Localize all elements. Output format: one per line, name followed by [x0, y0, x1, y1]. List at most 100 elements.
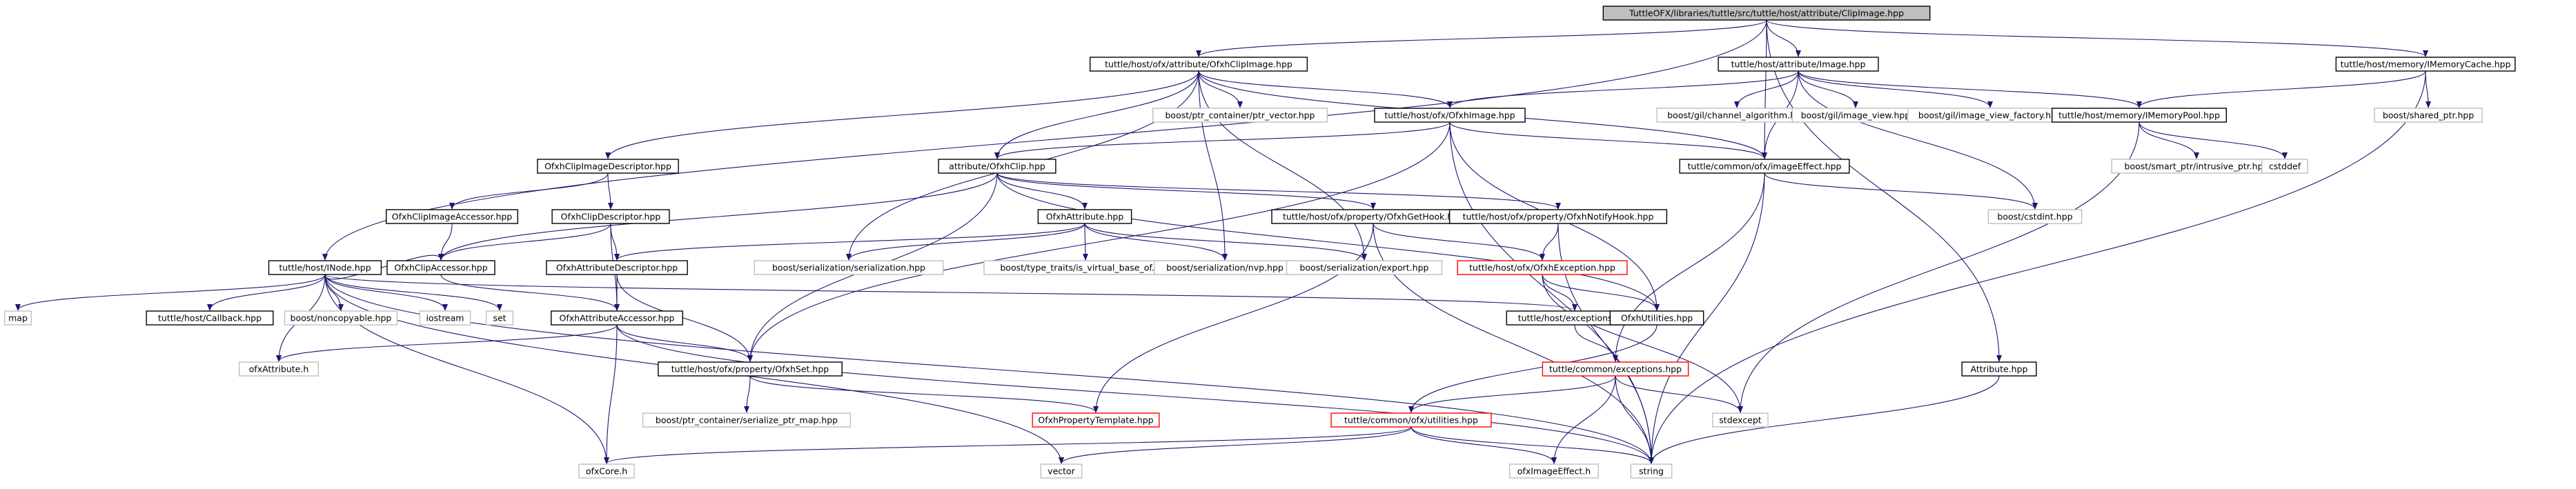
node-root[interactable]: TuttleOFX/libraries/tuttle/src/tuttle/ho… [1602, 6, 1931, 21]
node-label: attribute/OfxhClip.hpp [949, 161, 1045, 172]
node-ofxattribute-h: ofxAttribute.h [239, 361, 319, 377]
node-box [1037, 209, 1132, 224]
edge-attr_image_hpp-to-imemorypool [1798, 70, 2142, 108]
edge-line [1615, 375, 1654, 464]
node-clipimageaccessor[interactable]: OfxhClipImageAccessor.hpp [386, 209, 518, 224]
edge-notifyhook-to-string [1557, 223, 1654, 464]
node-label: tuttle/common/ofx/imageEffect.hpp [1688, 161, 1842, 172]
edge-root-to-imageeffect [1762, 19, 1768, 159]
edge-line [1373, 223, 1654, 464]
edge-ofxhutilities-to-utilities [1408, 324, 1658, 413]
node-box [1089, 57, 1308, 72]
edge-ofxclipimage_hpp-to-ofxhimage [1198, 70, 1453, 108]
node-clipaccessor[interactable]: OfxhClipAccessor.hpp [386, 260, 495, 275]
edge-line [324, 274, 502, 311]
edge-line [438, 172, 998, 261]
edge-line [604, 426, 1412, 464]
edge-inode-to-set [324, 274, 502, 311]
edge-line [1449, 121, 1767, 159]
node-label: boost/gil/image_view.hpp [1801, 110, 1911, 121]
node-image-view: boost/gil/image_view.hpp [1791, 108, 1920, 123]
node-ofxhexception[interactable]: tuttle/host/ofx/OfxhException.hpp [1457, 260, 1628, 275]
edge-line [276, 324, 618, 362]
node-label: boost/type_traits/is_virtual_base_of.hpp [1000, 263, 1170, 273]
node-ofxhclip[interactable]: attribute/OfxhClip.hpp [938, 159, 1056, 174]
edge-line [1766, 19, 2428, 57]
node-label: cstddef [2269, 161, 2301, 172]
edge-attr_image_hpp-to-cstdint [1798, 70, 2038, 210]
node-common-exceptions[interactable]: tuttle/common/exceptions.hpp [1542, 361, 1689, 377]
node-attrdescriptor[interactable]: OfxhAttributeDescriptor.hpp [546, 260, 688, 275]
edge-root-to-ofxclipimage_hpp [1196, 19, 1767, 57]
edge-ofxhexception-to-ofxhutilities [1542, 274, 1660, 311]
edge-ofxclipimage_hpp-to-ser_nvp [1198, 70, 1228, 261]
edge-line [1798, 70, 1993, 108]
node-proptemplate[interactable]: OfxhPropertyTemplate.hpp [1032, 412, 1160, 428]
node-serialize-ptr-map: boost/ptr_container/serialize_ptr_map.hp… [642, 412, 852, 428]
node-vector: vector [1040, 463, 1083, 479]
node-map: map [3, 310, 32, 326]
node-box [146, 310, 274, 326]
edge-imemorycache-to-imemorypool [2136, 70, 2426, 108]
edge-ofxhimage-to-ofxhset [747, 121, 1451, 362]
node-label: vector [1048, 466, 1076, 477]
node-ofxcore: ofxCore.h [578, 463, 635, 479]
node-utilities[interactable]: tuttle/common/ofx/utilities.hpp [1330, 412, 1492, 428]
node-label: ofxCore.h [586, 466, 627, 477]
edge-line [324, 274, 344, 311]
node-attr-image-hpp[interactable]: tuttle/host/attribute/Image.hpp [1718, 57, 1879, 72]
node-clipdescriptor[interactable]: OfxhClipDescriptor.hpp [551, 209, 670, 224]
edge-line [1410, 426, 1557, 464]
node-callback[interactable]: tuttle/host/Callback.hpp [146, 310, 274, 326]
edge-line [1738, 121, 2140, 413]
node-label: tuttle/host/ofx/OfxhException.hpp [1469, 263, 1615, 273]
node-label: tuttle/host/INode.hpp [279, 263, 371, 273]
edge-imemorycache-to-shared_ptr [2425, 70, 2431, 108]
node-ofxhutilities[interactable]: OfxhUtilities.hpp [1609, 310, 1704, 326]
node-ofxhset[interactable]: tuttle/host/ofx/property/OfxhSet.hpp [658, 361, 843, 377]
edge-attraccessor-to-ofxhset [616, 324, 753, 362]
node-label: boost/serialization/export.hpp [1300, 263, 1429, 273]
node-ofxclipimage-hpp[interactable]: tuttle/host/ofx/attribute/OfxhClipImage.… [1089, 57, 1308, 72]
node-host-exceptions[interactable]: tuttle/host/exceptions.hpp [1506, 310, 1644, 326]
edge-ofxhclip-to-ofxhutilities [996, 172, 1660, 311]
edge-notifyhook-to-ofxhexception [1540, 223, 1559, 261]
node-imemorypool[interactable]: tuttle/host/memory/IMemoryPool.hpp [2051, 108, 2227, 123]
node-box [268, 260, 382, 275]
edge-line [2425, 70, 2431, 108]
node-box [1286, 260, 1443, 275]
node-set: set [485, 310, 514, 326]
edge-line [207, 274, 326, 311]
edge-line [1542, 274, 1743, 413]
node-inode[interactable]: tuttle/host/INode.hpp [268, 260, 382, 275]
edge-line [1373, 223, 1545, 261]
edge-line [1766, 19, 2002, 362]
edge-imemorypool-to-smart_ptr [2139, 121, 2199, 159]
node-label: ofxImageEffect.h [1517, 466, 1591, 477]
node-label: tuttle/host/Callback.hpp [158, 313, 262, 323]
node-label: tuttle/host/exceptions.hpp [1518, 313, 1632, 323]
edge-line [1542, 274, 1660, 311]
edge-attraccessor-to-ofxattribute_h [276, 324, 618, 362]
edge-line [1798, 70, 2038, 210]
node-imageeffect[interactable]: tuttle/common/ofx/imageEffect.hpp [1679, 159, 1850, 174]
nodes-layer: TuttleOFX/libraries/tuttle/src/tuttle/ho… [3, 6, 2516, 479]
node-stdexcept: stdexcept [1712, 412, 1769, 428]
node-box [546, 260, 688, 275]
node-label: tuttle/host/ofx/property/OfxhNotifyHook.… [1463, 212, 1654, 222]
node-box [1718, 57, 1879, 72]
edge-ofxhattribute-to-ser_export [1084, 223, 1367, 261]
edge-imemorycache-to-string [1649, 70, 2426, 464]
node-gethook[interactable]: tuttle/host/ofx/property/OfxhGetHook.hpp [1271, 209, 1475, 224]
node-clipimagedesc[interactable]: OfxhClipImageDescriptor.hpp [537, 159, 679, 174]
node-imemorycache[interactable]: tuttle/host/memory/IMemoryCache.hpp [2335, 57, 2516, 72]
node-notifyhook[interactable]: tuttle/host/ofx/property/OfxhNotifyHook.… [1448, 209, 1668, 224]
node-ofxhimage[interactable]: tuttle/host/ofx/OfxhImage.hpp [1374, 108, 1526, 123]
node-label: boost/noncopyable.hpp [291, 313, 392, 323]
node-attraccessor[interactable]: OfxhAttributeAccessor.hpp [551, 310, 683, 326]
edge-inode-to-clipaccessor [324, 253, 444, 280]
node-attribute-hpp[interactable]: Attribute.hpp [1961, 361, 2037, 377]
node-ofxhattribute[interactable]: OfxhAttribute.hpp [1037, 209, 1132, 224]
node-label: boost/gil/image_view_factory.hpp [1918, 110, 2062, 121]
